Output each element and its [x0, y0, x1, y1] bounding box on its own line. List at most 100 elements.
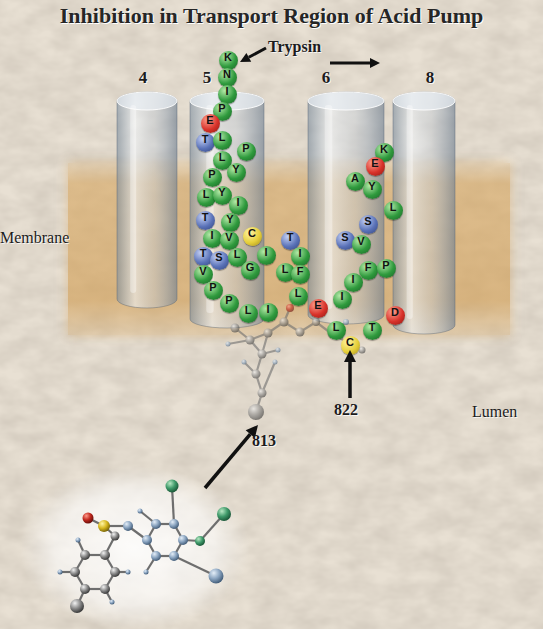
residue-letter: V [220, 231, 239, 243]
residue-letter: P [377, 259, 396, 271]
residue-letter: P [220, 294, 239, 306]
atom [258, 350, 267, 359]
residue-letter: I [203, 229, 222, 241]
amino-acid-bead: L [327, 321, 346, 340]
residue-letter: E [201, 114, 220, 126]
residue-letter: T [196, 211, 215, 223]
amino-acid-bead: I [291, 247, 310, 266]
residue-letter: E [366, 157, 385, 169]
atom [242, 360, 247, 365]
atom [76, 538, 81, 543]
cylinder-top [393, 92, 455, 110]
residue-letter: S [359, 215, 378, 227]
amino-acid-bead: E [309, 299, 328, 318]
residue-letter: T [363, 321, 382, 333]
residue-letter: T [281, 231, 300, 243]
helix-number: 4 [113, 68, 173, 88]
cylinder-body [308, 92, 384, 324]
atom [248, 404, 264, 420]
cylinder-top [308, 92, 384, 110]
atom [209, 569, 224, 584]
trypsin-arrow [249, 48, 266, 57]
residue-letter: P [213, 102, 232, 114]
amino-acid-bead: P [203, 168, 222, 187]
atom [296, 328, 305, 337]
atom [151, 551, 161, 561]
amino-acid-bead: S [210, 251, 229, 270]
amino-acid-bead: T [196, 133, 215, 152]
atom [280, 318, 289, 327]
amino-acid-bead: I [259, 303, 278, 322]
atom [178, 535, 188, 545]
residue-letter: V [194, 265, 213, 277]
atom [70, 567, 80, 577]
atom [286, 304, 294, 312]
residue-letter: Y [213, 186, 232, 198]
atom [110, 567, 120, 577]
atom [252, 370, 261, 379]
amino-acid-bead: D [386, 306, 405, 325]
atom [169, 519, 179, 529]
residue-letter: I [257, 246, 276, 258]
residue-letter: I [218, 85, 237, 97]
atom [111, 532, 120, 541]
atom [100, 550, 110, 560]
residue-letter: E [309, 299, 328, 311]
atom [70, 599, 84, 613]
cylinder-top [117, 92, 177, 110]
atom [217, 507, 231, 521]
helix-number: 6 [288, 68, 364, 88]
amino-acid-bead: Y [363, 180, 382, 199]
residue-letter: G [241, 261, 260, 273]
amino-acid-bead: C [243, 227, 262, 246]
residue-letter: T [196, 133, 215, 145]
atom [144, 570, 149, 575]
residue-letter: C [341, 336, 360, 348]
residue-number: 822 [334, 401, 358, 419]
residue-letter: L [289, 287, 308, 299]
residue-letter: D [386, 306, 405, 318]
atom [100, 584, 110, 594]
amino-acid-bead: I [257, 246, 276, 265]
amino-acid-bead: E [366, 157, 385, 176]
helix-segment: 4 [117, 92, 177, 308]
residue-letter: S [210, 251, 229, 263]
amino-acid-bead: I [344, 273, 363, 292]
cylinder-body [117, 92, 177, 308]
amino-acid-bead: S [359, 215, 378, 234]
atom [359, 347, 366, 354]
residue-letter: L [213, 131, 232, 143]
amino-acid-bead: K [219, 51, 238, 70]
residue-letter: K [219, 51, 238, 63]
residue-letter: Y [363, 180, 382, 192]
atom [166, 480, 179, 493]
cylinder-body [190, 92, 264, 328]
residue-letter: I [291, 247, 310, 259]
amino-acid-bead: A [346, 172, 365, 191]
amino-acid-bead: T [363, 321, 382, 340]
region-label: Membrane [0, 229, 69, 247]
cylinder-highlight [325, 105, 333, 309]
amino-acid-bead: L [384, 201, 403, 220]
atom [110, 600, 115, 605]
residue-letter: N [218, 68, 237, 80]
amino-acid-bead: I [218, 85, 237, 104]
atom [312, 318, 320, 326]
cylinder-highlight [407, 105, 413, 319]
amino-acid-bead: P [237, 142, 256, 161]
amino-acid-bead: V [352, 235, 371, 254]
residue-letter: Y [221, 213, 240, 225]
amino-acid-bead: I [333, 290, 352, 309]
residue-letter: A [346, 172, 365, 184]
atom [258, 389, 267, 398]
amino-acid-bead: T [196, 211, 215, 230]
region-label: Lumen [472, 403, 517, 421]
atom [169, 551, 179, 561]
ball-and-stick-molecule [58, 480, 232, 614]
atom-bond [262, 362, 275, 393]
residue-letter: I [229, 196, 248, 208]
amino-acid-bead: L [239, 304, 258, 323]
